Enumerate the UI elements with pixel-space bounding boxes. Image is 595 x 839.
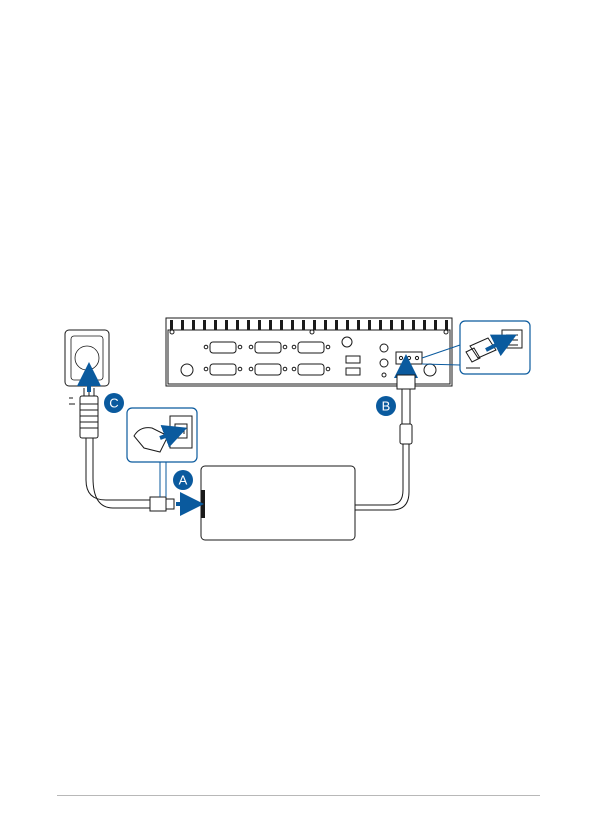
callout-b: B [376,396,396,416]
ac-plug-icon [143,497,174,511]
dc-connector-icon [355,366,415,510]
power-adapter-icon [201,466,355,540]
callout-a-label: A [179,473,188,488]
terminal-zoom-detail [422,321,530,374]
callout-b-label: B [382,399,391,414]
heatsink-fins [170,320,448,330]
callout-c-label: C [109,396,118,411]
com-ports [204,342,330,375]
usb-ports [346,356,360,375]
callout-a: A [173,470,193,490]
callout-c: C [104,393,124,413]
footer-divider [57,795,540,796]
